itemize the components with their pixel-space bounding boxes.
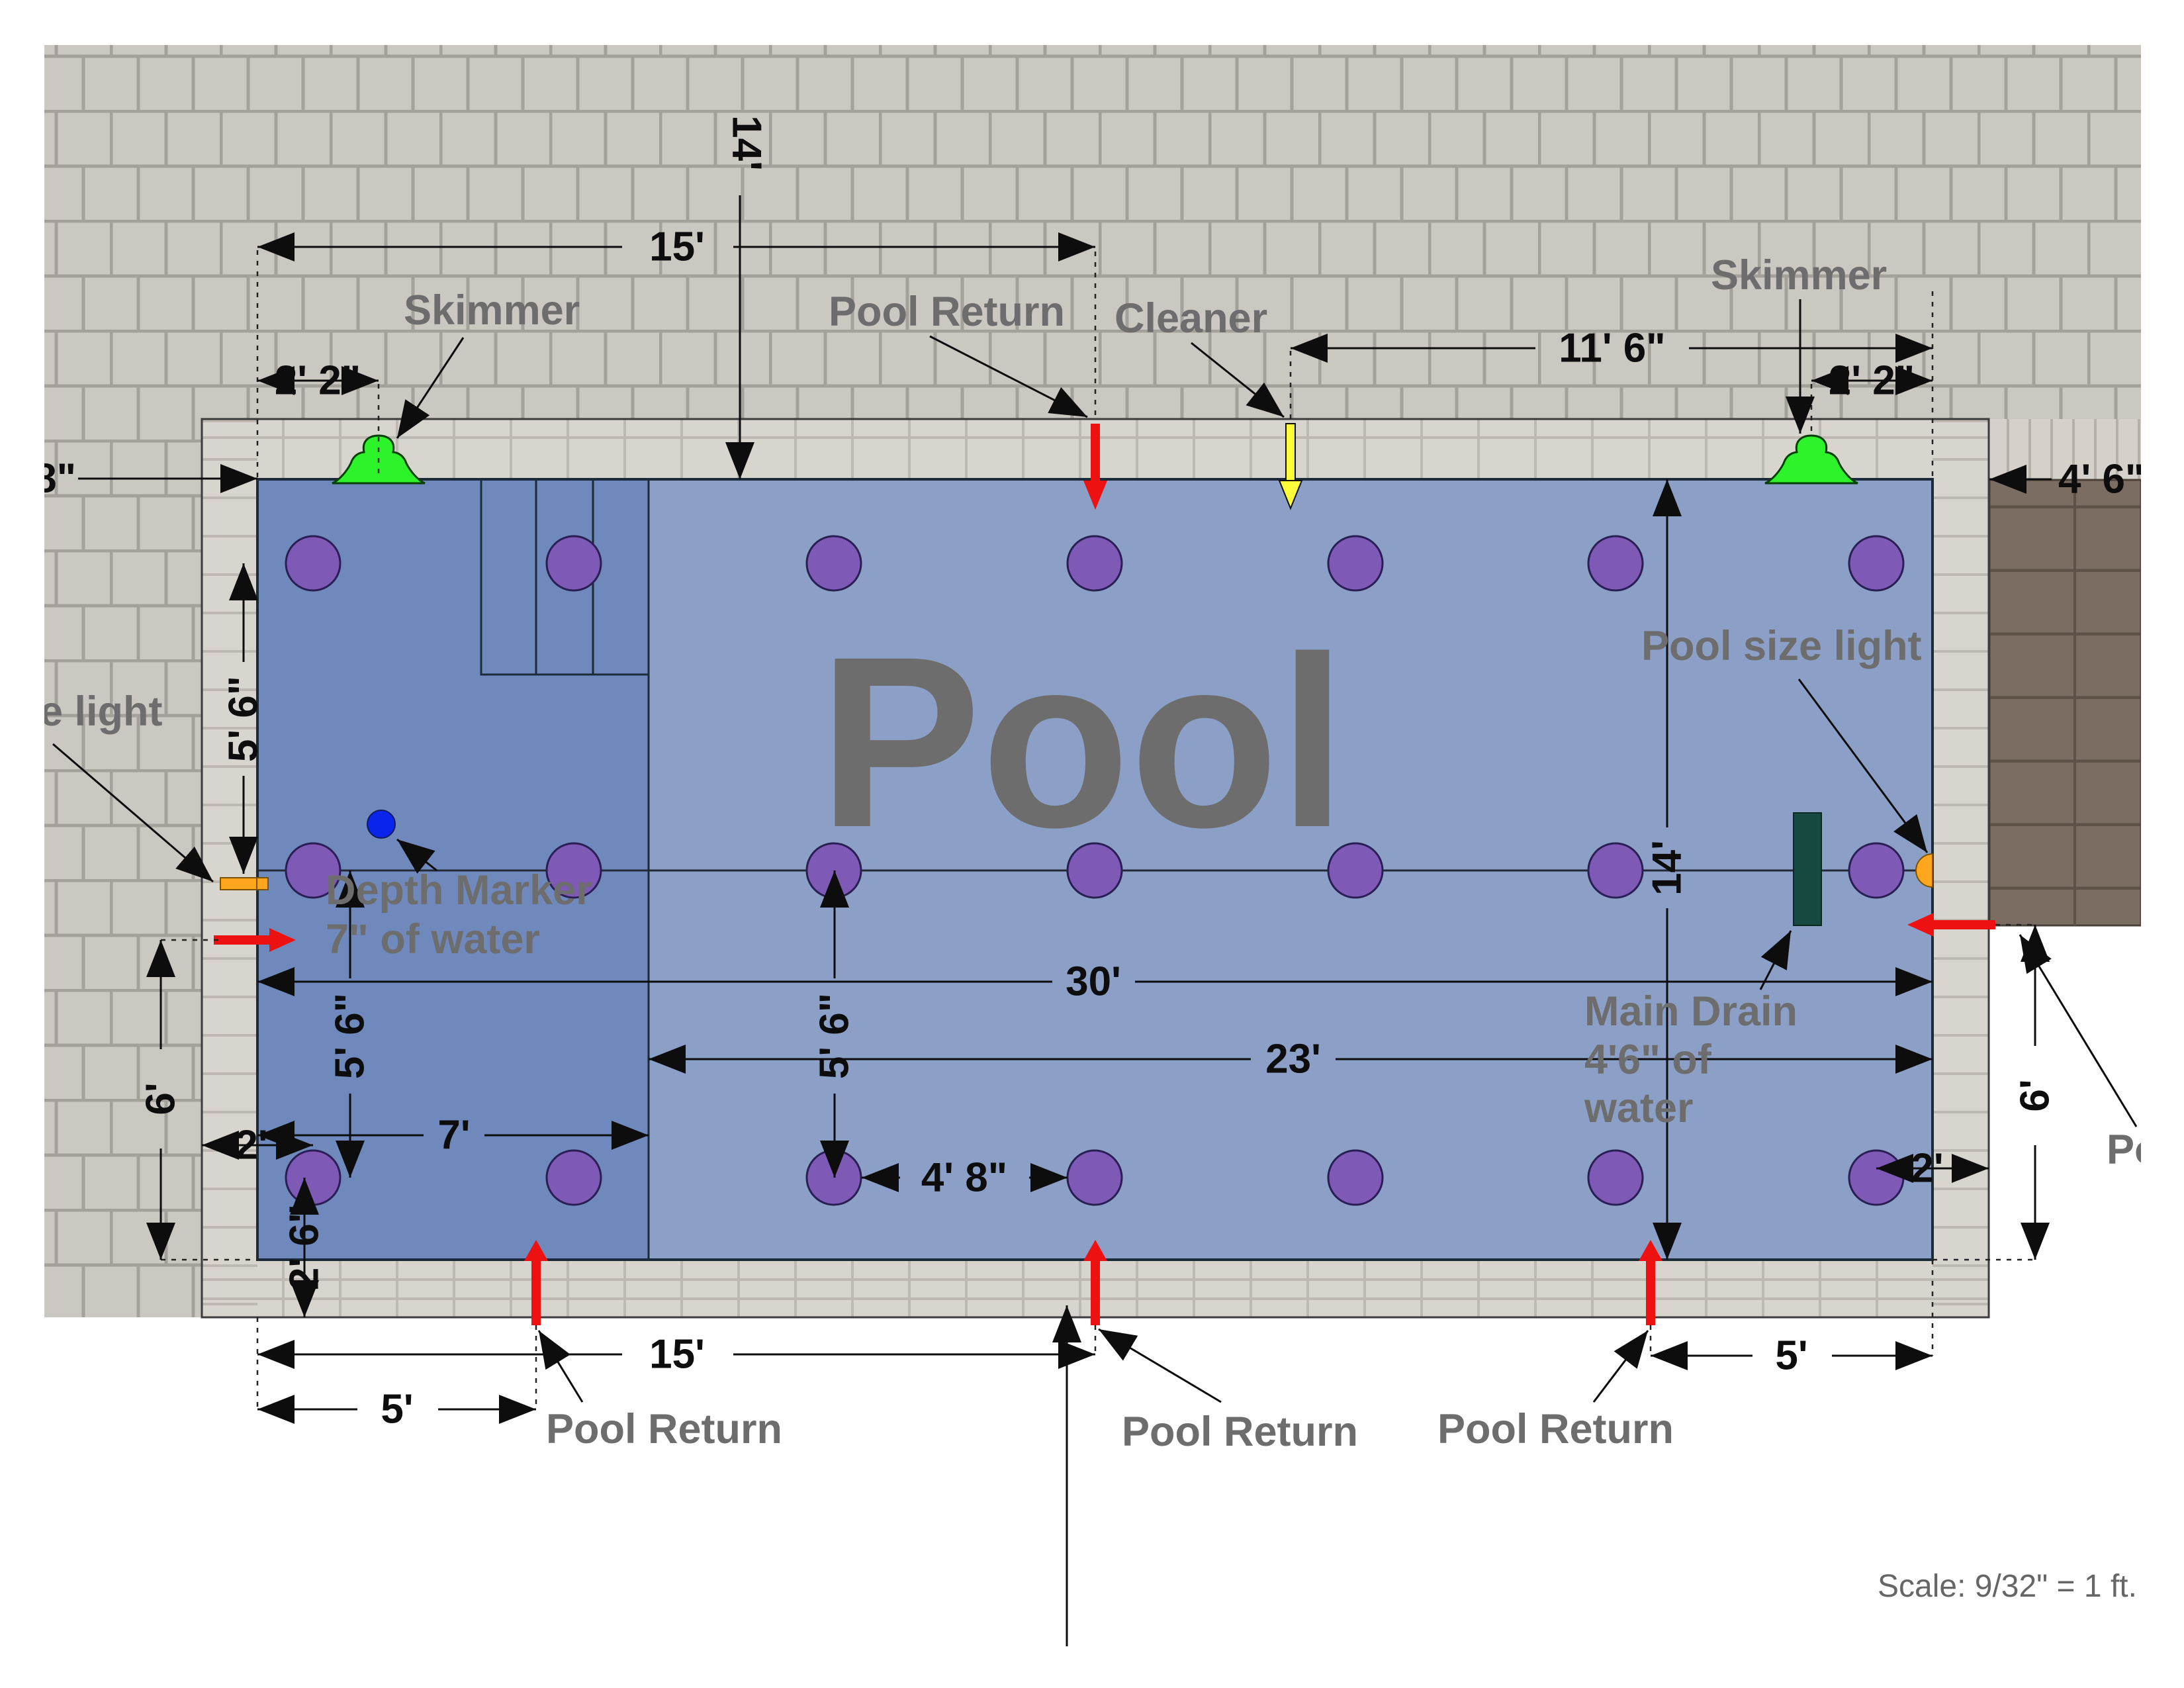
skimmer-left-label: Skimmer (404, 287, 580, 334)
pool-light-dot (1066, 1149, 1123, 1206)
pool-returns (214, 424, 1995, 1325)
pool-return-top-label: Pool Return (829, 289, 1065, 335)
dim-11-6: 11' 6" (1559, 326, 1665, 371)
deck-brick-top (44, 45, 2141, 419)
dim-30: 30' (1066, 959, 1121, 1005)
dim-7: 7' (437, 1113, 470, 1158)
dim-bottom-15: 15' (649, 1332, 705, 1378)
dimension-lines (78, 195, 2052, 1646)
pool-light-dot (545, 842, 602, 899)
pipe-light (220, 877, 269, 890)
pool-light-dot (1327, 1149, 1384, 1206)
main-drain-label-3: water (1584, 1085, 1694, 1131)
dim-top-14: 14' (724, 115, 770, 171)
dim-4-6: 4' 6" (2058, 457, 2144, 502)
pool-return-b2-label: Pool Return (1122, 1409, 1358, 1455)
pool-light-dot (285, 1149, 341, 1206)
depth-marker-label-1: Depth Marker (326, 867, 592, 914)
pool-light-dot (1587, 842, 1644, 899)
dim-2-right: 2' (1911, 1146, 1943, 1192)
dim-5-6-a: 5' 6" (221, 676, 267, 762)
margin-bottom (0, 1648, 2184, 1688)
pool-light-dot (545, 535, 602, 592)
pool-return-b1-label: Pool Return (546, 1406, 782, 1452)
dim-14-right: 14' (1645, 840, 1690, 896)
main-drain (1793, 812, 1822, 926)
pool-light-dot (1066, 535, 1123, 592)
pool-return-bottom-left (524, 1240, 548, 1325)
pool-return-bottom-center (1083, 1240, 1107, 1325)
pool-light-dot (1848, 842, 1905, 899)
pool-size-light-label: Pool size light (1641, 623, 1922, 669)
pool-return-right (1907, 913, 1995, 937)
pool-light-dot (1066, 842, 1123, 899)
dim-5-6-c: 5' 6" (812, 993, 858, 1079)
pool-light-dot (1327, 842, 1384, 899)
depth-marker-dot (367, 810, 396, 839)
dim-6-right: 6' (2013, 1079, 2058, 1111)
pool-return-b3-label: Pool Return (1437, 1406, 1674, 1452)
dim-skimmer-left: 2' 2" (275, 358, 361, 404)
main-drain-label-2: 4'6" of (1584, 1037, 1712, 1083)
dim-skimmer-right: 2' 2" (1829, 358, 1915, 404)
skimmer-right (1764, 434, 1858, 485)
deck-brick-left (44, 419, 202, 1317)
dim-5-6-b: 5' 6" (328, 993, 373, 1079)
pool-light-dot (1848, 1149, 1905, 1206)
skimmer-right-label: Skimmer (1711, 252, 1887, 299)
cleaner-fitting (1278, 423, 1303, 510)
depth-marker-label-2: 7" of water (326, 916, 540, 962)
dimension-labels: 15' 14' 2' 2" 2' 2" 11' 6" 4' 6" 8" 30' … (34, 115, 2144, 1432)
dim-top-15: 15' (649, 224, 705, 270)
pool-return-top (1083, 424, 1107, 510)
dim-23: 23' (1265, 1037, 1321, 1082)
dim-bottom-5-right: 5' (1775, 1333, 1807, 1379)
equipment-labels: Skimmer Pool Return Cleaner Skimmer Pool… (40, 252, 2184, 1455)
main-drain-label-1: Main Drain (1584, 988, 1797, 1035)
dim-6-left: 6' (138, 1082, 184, 1115)
pool-light-dot (1587, 1149, 1644, 1206)
wood-deck-brown (1988, 479, 2142, 927)
margin-left (0, 0, 44, 1688)
dim-2-left: 2' (235, 1123, 267, 1168)
dim-2-6: 2' 6" (282, 1204, 328, 1290)
dim-bottom-5-left: 5' (381, 1387, 413, 1432)
coping-left (202, 419, 257, 1317)
pool-light-dot (1848, 535, 1905, 592)
pool-light-dot (285, 535, 341, 592)
pool-return-left (214, 928, 296, 952)
pool-title: Pool (819, 606, 1346, 878)
pipe-light-label: e light (40, 688, 163, 735)
pool-light-dot (1587, 535, 1644, 592)
dim-4-8: 4' 8" (921, 1155, 1007, 1201)
leader-lines (52, 299, 2138, 1403)
cleaner-label: Cleaner (1115, 295, 1267, 342)
pool-light-dot (545, 1149, 602, 1206)
margin-top (0, 0, 2184, 45)
scale-note: Scale: 9/32" = 1 ft. (1878, 1569, 2137, 1604)
pool-light-dot (805, 535, 862, 592)
pool-light-dot (1327, 535, 1384, 592)
margin-right (2141, 0, 2184, 1688)
pool-size-light (1915, 853, 1933, 888)
